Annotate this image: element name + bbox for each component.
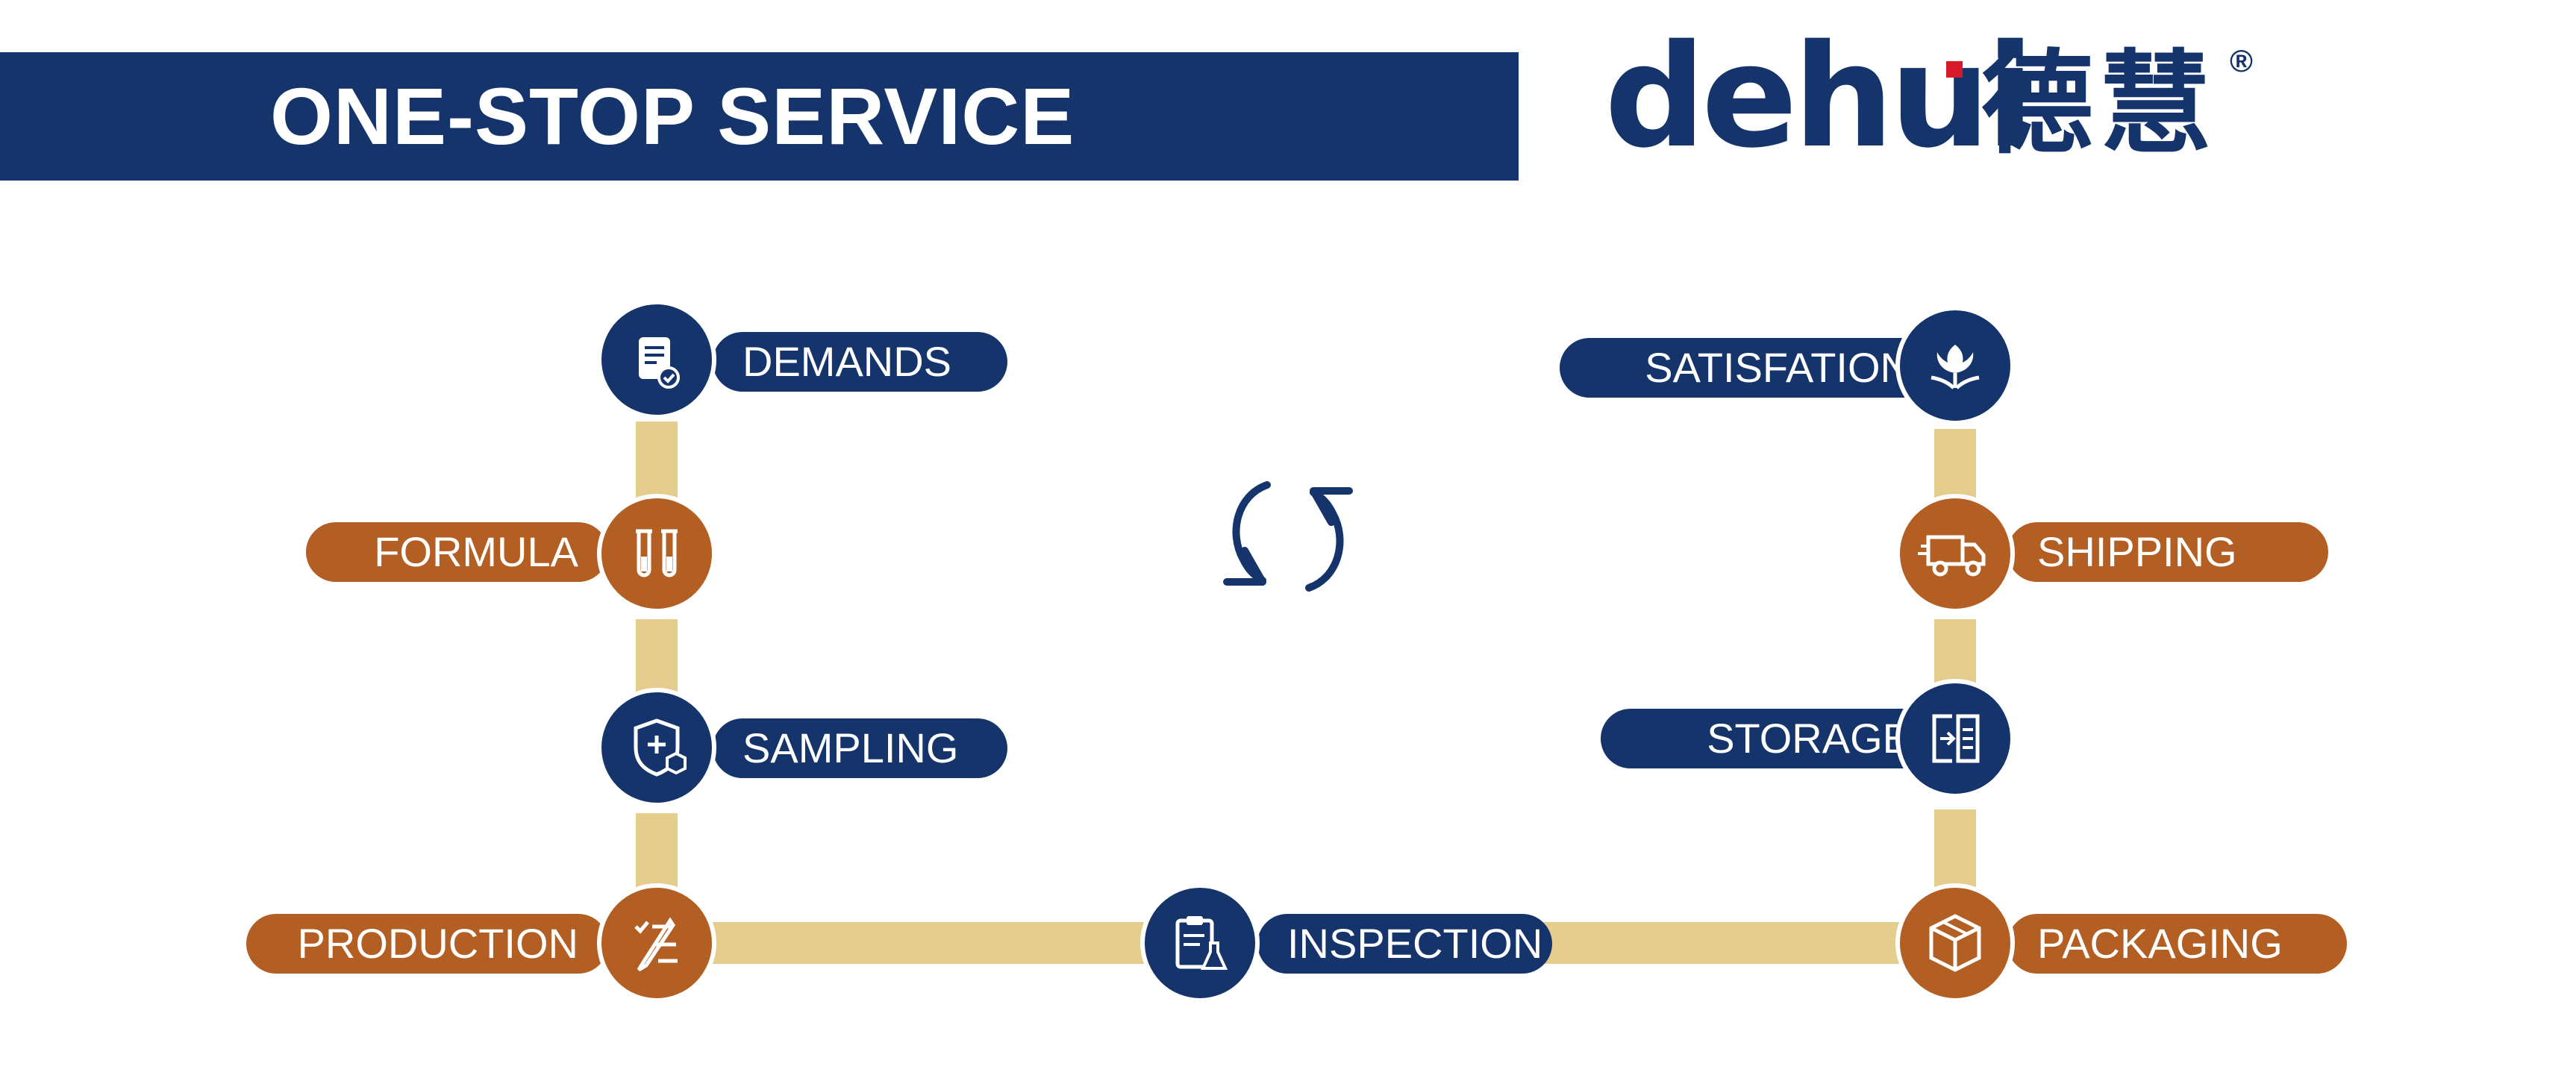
step-node-shipping <box>1895 494 2015 613</box>
step-node-demands <box>597 300 716 419</box>
step-pill-sampling: SAMPLING <box>713 718 1007 778</box>
shield-plus-box-icon <box>634 718 687 777</box>
pencil-checklist-icon <box>634 917 678 972</box>
step-node-packaging <box>1895 883 2015 1003</box>
step-label-production: PRODUCTION <box>297 920 578 967</box>
page-title: ONE-STOP SERVICE <box>270 71 1075 161</box>
storage-transfer-icon <box>1932 714 1980 763</box>
track-sampling-production <box>636 813 678 895</box>
title-banner <box>0 52 1519 181</box>
refresh-cycle-icon <box>1223 481 1353 592</box>
step-node-satisfation <box>1895 306 2015 425</box>
step-pill-satisfation: SATISFATION <box>1560 338 1940 398</box>
step-node-inspection <box>1140 883 1260 1003</box>
step-node-formula <box>597 494 716 613</box>
step-pill-packaging: PACKAGING <box>2007 914 2347 974</box>
step-label-packaging: PACKAGING <box>2037 920 2283 967</box>
track-production-inspection <box>713 922 1145 964</box>
document-check-icon <box>639 337 680 389</box>
step-label-storage: STORAGE <box>1707 715 1910 762</box>
step-node-storage <box>1895 679 2015 798</box>
logo-red-dot <box>1946 61 1963 78</box>
step-label-demands: DEMANDS <box>743 338 952 385</box>
clipboard-flask-icon <box>1175 916 1228 970</box>
step-pill-production: PRODUCTION <box>246 914 608 974</box>
step-label-sampling: SAMPLING <box>743 724 959 771</box>
step-pill-formula: FORMULA <box>306 522 608 582</box>
step-node-production <box>597 883 716 1003</box>
package-box-icon <box>1929 914 1981 972</box>
step-label-formula: FORMULA <box>374 528 578 575</box>
step-pill-shipping: SHIPPING <box>2007 522 2328 582</box>
step-label-shipping: SHIPPING <box>2037 528 2237 575</box>
step-pill-inspection: INSPECTION <box>1257 914 1552 974</box>
dehui-logo: dehui 德慧 ® <box>1604 14 2261 179</box>
step-label-inspection: INSPECTION <box>1287 920 1543 967</box>
track-packaging-storage <box>1934 809 1976 892</box>
registered-mark: ® <box>2230 43 2253 78</box>
step-pill-demands: DEMANDS <box>713 332 1007 392</box>
logo-chinese: 德慧 <box>1981 40 2218 169</box>
track-storage-shipping <box>1934 619 1976 690</box>
test-tubes-icon <box>636 529 678 577</box>
track-inspection-packaging <box>1541 922 1903 964</box>
step-label-satisfation: SATISFATION <box>1645 344 1910 391</box>
track-shipping-satisfation <box>1934 429 1976 500</box>
track-demands-formula <box>636 422 678 500</box>
step-node-sampling <box>597 688 716 807</box>
delivery-truck-icon <box>1918 535 1986 577</box>
step-pill-storage: STORAGE <box>1601 709 1940 768</box>
track-formula-sampling <box>636 619 678 694</box>
logo-wordmark: dehui <box>1604 14 2035 179</box>
flower-hands-icon <box>1931 345 1980 389</box>
